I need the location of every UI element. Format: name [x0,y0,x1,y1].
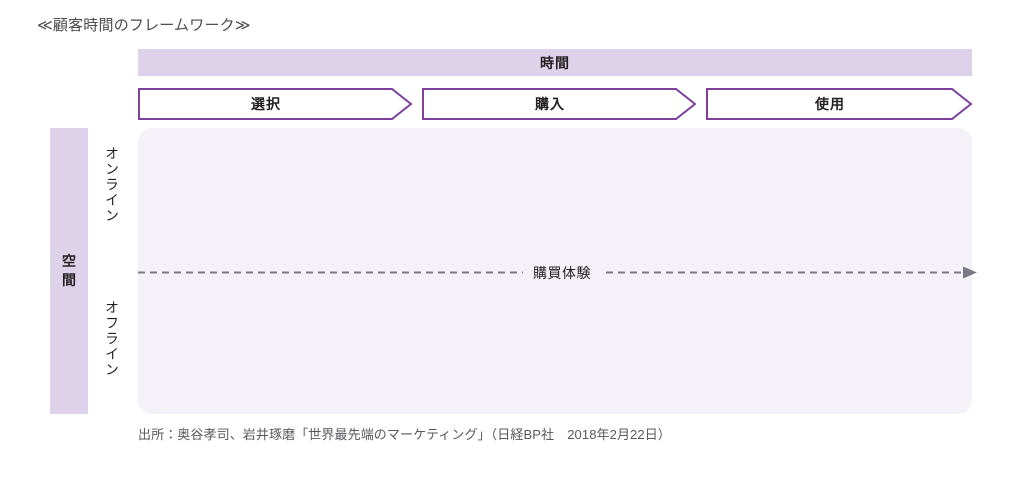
stage-chevron-label: 購入 [535,96,565,112]
chevron-shape-icon [138,88,412,120]
space-axis-header: 空間 [50,128,88,414]
time-axis-header: 時間 [138,49,972,76]
stage-chevron-select[interactable]: 選択 [138,88,412,120]
source-note: 出所：奥谷孝司、岩井琢磨「世界最先端のマーケティング」（日経BP社 2018年2… [138,427,671,442]
space-axis-online-label: オンライン [104,146,120,224]
stage-chevron-label: 選択 [251,96,281,112]
page-title: ≪顧客時間のフレームワーク≫ [37,17,251,34]
stage-chevron-purchase[interactable]: 購入 [422,88,696,120]
purchase-experience-label: 購買体験 [523,262,601,284]
space-axis-offline-label: オフライン [104,300,120,378]
stage-chevron-use[interactable]: 使用 [706,88,972,120]
chevron-shape-icon [706,88,972,120]
space-axis-label: 空間 [62,253,76,288]
stage-chevron-row: 選択 購入 使用 [138,88,972,120]
dashed-arrow-icon [138,266,977,279]
stage-chevron-label: 使用 [815,96,845,112]
time-axis-label: 時間 [540,54,570,71]
chevron-shape-icon [422,88,696,120]
purchase-experience-axis: 購買体験 [138,262,986,284]
